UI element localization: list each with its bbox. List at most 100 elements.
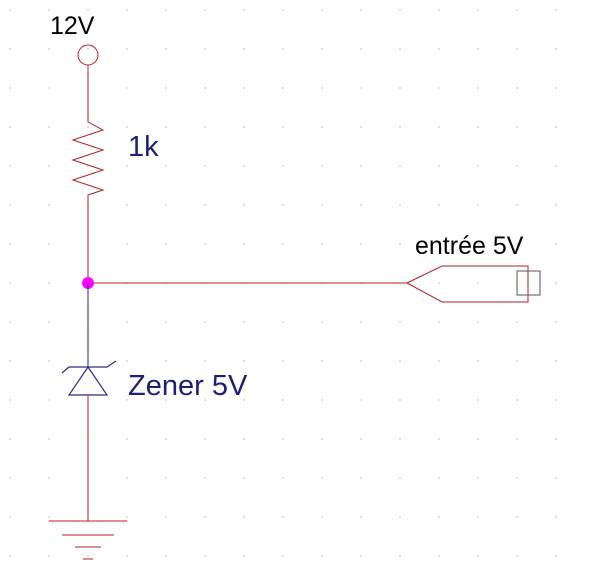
grid-dot bbox=[165, 399, 167, 401]
grid-dot bbox=[516, 87, 518, 89]
grid-dot bbox=[477, 87, 479, 89]
grid-dot bbox=[477, 48, 479, 50]
grid-dot bbox=[399, 516, 401, 518]
grid-dot bbox=[360, 360, 362, 362]
grid-dot bbox=[48, 126, 50, 128]
grid-dot bbox=[438, 126, 440, 128]
offpage-connector-icon bbox=[405, 265, 529, 303]
grid-dot bbox=[126, 477, 128, 479]
grid-dot bbox=[438, 48, 440, 50]
grid-dot bbox=[477, 243, 479, 245]
grid-dot bbox=[165, 126, 167, 128]
grid-dot bbox=[243, 87, 245, 89]
grid-dot bbox=[516, 321, 518, 323]
grid-dot bbox=[360, 204, 362, 206]
grid-dot bbox=[243, 438, 245, 440]
grid-dot bbox=[204, 204, 206, 206]
grid-dot bbox=[321, 360, 323, 362]
grid-dot bbox=[438, 9, 440, 11]
grid-dot bbox=[399, 9, 401, 11]
grid-dot bbox=[555, 87, 557, 89]
grid-dot bbox=[555, 282, 557, 284]
resistor-zigzag-icon bbox=[71, 114, 105, 200]
grid-dot bbox=[243, 243, 245, 245]
grid-dot bbox=[282, 477, 284, 479]
grid-dot bbox=[243, 9, 245, 11]
supply-voltage-label: 12V bbox=[50, 12, 95, 40]
grid-dot bbox=[399, 399, 401, 401]
resistor[interactable]: 1k bbox=[71, 114, 159, 200]
grid-dot bbox=[399, 477, 401, 479]
zener-diode[interactable]: Zener 5V bbox=[61, 360, 248, 402]
zener-diode-icon bbox=[61, 360, 117, 396]
grid-dot bbox=[48, 87, 50, 89]
grid-dot bbox=[9, 9, 11, 11]
grid-dot bbox=[477, 399, 479, 401]
grid-dot bbox=[282, 555, 284, 557]
grid-dot bbox=[477, 282, 479, 284]
grid-dot bbox=[204, 48, 206, 50]
grid-dot bbox=[9, 204, 11, 206]
grid-dot bbox=[9, 516, 11, 518]
grid-dot bbox=[282, 360, 284, 362]
grid-dot bbox=[243, 48, 245, 50]
grid-dot bbox=[516, 477, 518, 479]
grid-dot bbox=[126, 204, 128, 206]
grid-dot bbox=[282, 399, 284, 401]
grid-dot bbox=[9, 126, 11, 128]
grid-dot bbox=[9, 282, 11, 284]
grid-dot bbox=[126, 516, 128, 518]
output-port[interactable]: entrée 5V bbox=[405, 232, 541, 303]
grid-dot bbox=[48, 243, 50, 245]
grid-dot bbox=[48, 516, 50, 518]
grid-dot bbox=[321, 48, 323, 50]
grid-dot bbox=[360, 126, 362, 128]
grid-dot bbox=[48, 165, 50, 167]
grid-dot bbox=[165, 516, 167, 518]
grid-dot bbox=[516, 438, 518, 440]
grid-dot bbox=[399, 555, 401, 557]
grid-dot bbox=[282, 243, 284, 245]
grid-dot bbox=[282, 9, 284, 11]
grid-dot bbox=[555, 438, 557, 440]
ground-symbol-icon[interactable] bbox=[49, 520, 127, 560]
grid-dot bbox=[165, 87, 167, 89]
grid-dot bbox=[165, 9, 167, 11]
grid-dot bbox=[555, 48, 557, 50]
grid-dot bbox=[243, 516, 245, 518]
supply-terminal[interactable]: 12V bbox=[50, 12, 99, 66]
grid-dot bbox=[165, 243, 167, 245]
grid-dot bbox=[282, 48, 284, 50]
grid-dot bbox=[9, 555, 11, 557]
grid-dot bbox=[204, 516, 206, 518]
grid-dot bbox=[243, 165, 245, 167]
grid-dot bbox=[321, 204, 323, 206]
grid-dot bbox=[243, 477, 245, 479]
grid-dot bbox=[438, 87, 440, 89]
grid-dot bbox=[204, 477, 206, 479]
grid-dot bbox=[282, 438, 284, 440]
grid-dot bbox=[204, 165, 206, 167]
grid-dot bbox=[48, 399, 50, 401]
grid-dot bbox=[399, 165, 401, 167]
grid-dot bbox=[204, 126, 206, 128]
grid-dot bbox=[360, 399, 362, 401]
grid-dot bbox=[555, 477, 557, 479]
connector-pin-icon bbox=[516, 270, 541, 296]
grid-dot bbox=[204, 243, 206, 245]
grid-dot bbox=[438, 165, 440, 167]
grid-dot bbox=[126, 9, 128, 11]
grid-dot bbox=[516, 48, 518, 50]
grid-dot bbox=[165, 48, 167, 50]
grid-dot bbox=[48, 477, 50, 479]
grid-dot bbox=[477, 360, 479, 362]
grid-dot bbox=[126, 321, 128, 323]
grid-dot bbox=[321, 87, 323, 89]
grid-dot bbox=[243, 399, 245, 401]
grid-dot bbox=[399, 360, 401, 362]
grid-dot bbox=[360, 321, 362, 323]
grid-dot bbox=[477, 204, 479, 206]
grid-dot bbox=[321, 438, 323, 440]
grid-dot bbox=[9, 399, 11, 401]
grid-dot bbox=[282, 516, 284, 518]
